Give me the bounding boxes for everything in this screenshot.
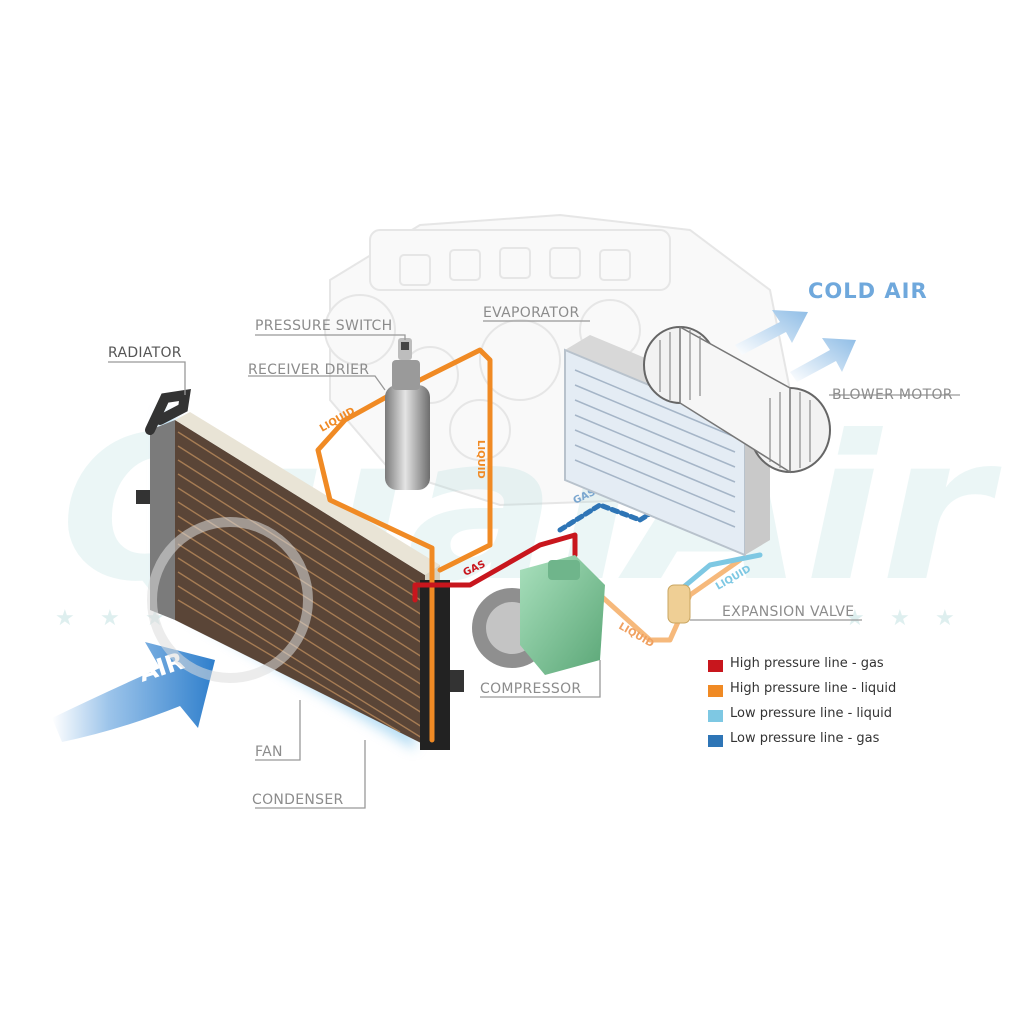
expansion-valve-label: EXPANSION VALVE	[722, 604, 855, 620]
blower-motor	[643, 325, 831, 474]
legend-swatch	[708, 710, 723, 722]
svg-text:LIQUID: LIQUID	[475, 440, 486, 479]
blower-motor-label: BLOWER MOTOR	[832, 387, 953, 403]
evaporator-label: EVAPORATOR	[483, 305, 580, 321]
pressure-switch-label: PRESSURE SWITCH	[255, 318, 393, 334]
legend-swatch	[708, 735, 723, 747]
expansion-valve	[667, 584, 691, 624]
cold-air-label: COLD AIR	[808, 279, 928, 303]
legend-swatch	[708, 660, 723, 672]
radiator-label: RADIATOR	[108, 345, 182, 361]
watermark-stars: ★★★ ★★★	[55, 606, 955, 631]
svg-text:★: ★	[55, 606, 75, 631]
condenser-label: CONDENSER	[252, 792, 344, 808]
leader-lines	[108, 320, 960, 809]
air-inlet-arrow: AIR	[52, 642, 215, 742]
receiver-drier-label: RECEIVER DRIER	[248, 362, 370, 378]
legend-label: High pressure line - gas	[730, 656, 884, 671]
legend-label: Low pressure line - liquid	[730, 706, 893, 721]
svg-text:★: ★	[935, 606, 955, 631]
cold-air-arrows	[735, 310, 856, 382]
receiver-drier	[385, 338, 430, 490]
svg-text:★: ★	[890, 606, 910, 631]
legend-swatch	[708, 685, 723, 697]
legend-label: Low pressure line - gas	[730, 731, 880, 746]
compressor	[472, 555, 605, 675]
svg-text:★: ★	[100, 606, 120, 631]
fan-label: FAN	[255, 744, 283, 760]
svg-text:★: ★	[845, 606, 865, 631]
compressor-label: COMPRESSOR	[480, 681, 582, 697]
legend-label: High pressure line - liquid	[730, 681, 897, 696]
condenser-radiator-assembly	[136, 389, 464, 750]
